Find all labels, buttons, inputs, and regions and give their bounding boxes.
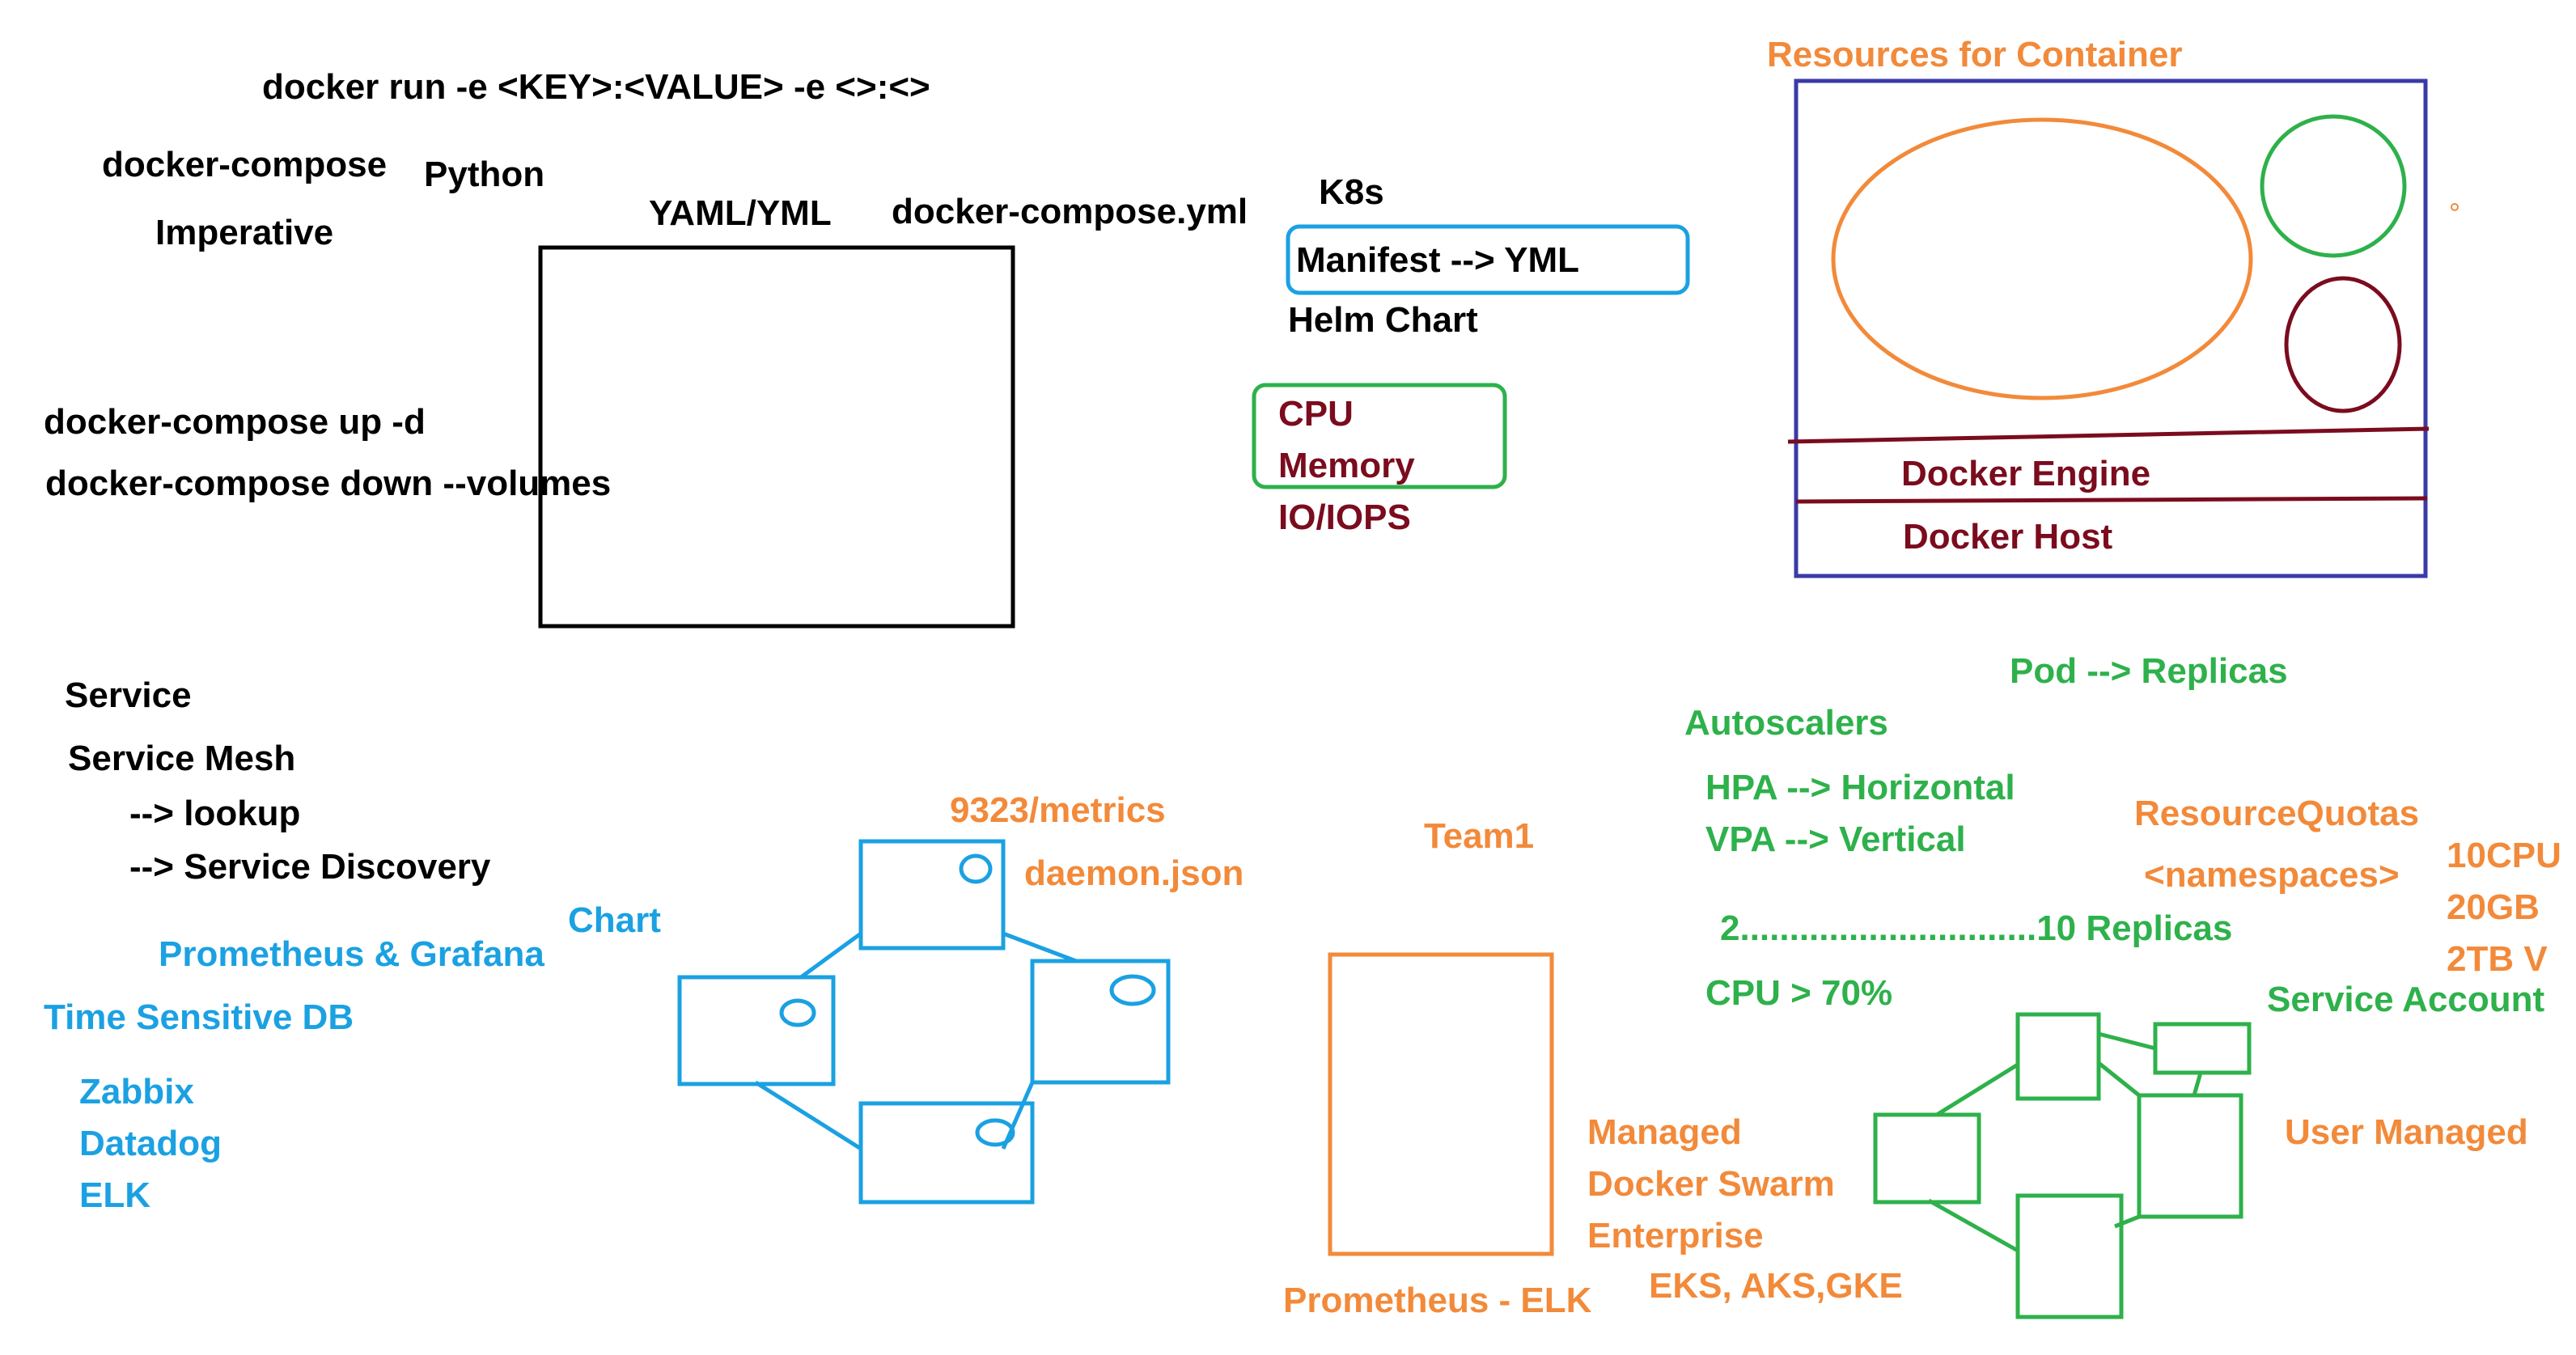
blue-node-bottom <box>858 1101 1035 1205</box>
green-network <box>1873 1012 2252 1319</box>
daemon-json-label: daemon.json <box>1024 853 1244 893</box>
hpa-label: HPA --> Horizontal <box>1705 768 2015 807</box>
managed-label: Managed <box>1587 1112 1742 1152</box>
engine-line <box>1787 426 2430 444</box>
io-label: IO/IOPS <box>1278 498 1411 537</box>
quota-cpu-label: 10CPU <box>2447 836 2561 875</box>
imperative-label: Imperative <box>155 213 334 252</box>
manifest-box <box>1286 224 1690 295</box>
compose-file-label: docker-compose.yml <box>892 192 1248 231</box>
docker-host-label: Docker Host <box>1903 517 2113 557</box>
prometheus-grafana-label: Prometheus & Grafana <box>159 934 544 974</box>
docker-engine-label: Docker Engine <box>1901 454 2151 493</box>
python-label: Python <box>424 155 545 194</box>
resources-for-container-title: Resources for Container <box>1767 35 2183 74</box>
service-mesh-label: Service Mesh <box>68 739 296 778</box>
k8s-label: K8s <box>1319 172 1384 212</box>
service-discovery-label: --> Service Discovery <box>129 847 491 887</box>
cpu-label: CPU <box>1278 394 1354 434</box>
replicas-range-label: 2..............................10 Replic… <box>1720 908 2233 948</box>
compose-down-command: docker-compose down --volumes <box>45 464 612 503</box>
service-account-label: Service Account <box>2267 980 2545 1019</box>
namespaces-label: <namespaces> <box>2144 855 2400 895</box>
docker-run-command: docker run -e <KEY>:<VALUE> -e <>:<> <box>262 67 930 107</box>
docker-compose-label: docker-compose <box>102 145 388 184</box>
yaml-label: YAML/YML <box>649 193 832 233</box>
orange-dot <box>2451 203 2459 211</box>
green-node-left <box>1873 1112 1981 1205</box>
zabbix-label: Zabbix <box>79 1072 194 1112</box>
team1-label: Team1 <box>1424 816 1535 856</box>
quota-memory-label: 20GB <box>2447 887 2540 927</box>
user-managed-label: User Managed <box>2285 1112 2528 1152</box>
blue-node-top <box>858 839 1006 951</box>
autoscalers-label: Autoscalers <box>1684 703 1888 743</box>
blue-node-right <box>1030 959 1171 1085</box>
yaml-box <box>538 245 1015 629</box>
cloud-providers-label: EKS, AKS,GKE <box>1649 1266 1903 1306</box>
manifest-label: Manifest --> YML <box>1296 240 1580 280</box>
blue-node-left <box>677 975 836 1086</box>
memory-label: Memory <box>1278 446 1415 485</box>
lookup-label: --> lookup <box>129 794 301 833</box>
cpu-memory-box <box>1252 383 1507 489</box>
datadog-label: Datadog <box>79 1124 222 1163</box>
orange-ellipse <box>1831 117 2253 400</box>
green-node-small <box>2153 1022 2252 1075</box>
container-frame <box>1794 78 2428 578</box>
chart-label: Chart <box>568 900 661 940</box>
enterprise-label: Enterprise <box>1587 1216 1764 1255</box>
time-sensitive-db-label: Time Sensitive DB <box>44 997 354 1037</box>
orange-box <box>1328 952 1554 1256</box>
docker-swarm-label: Docker Swarm <box>1587 1164 1835 1204</box>
pod-replicas-label: Pod --> Replicas <box>2010 651 2288 691</box>
metrics-port-label: 9323/metrics <box>950 790 1166 830</box>
maroon-circle <box>2284 276 2402 413</box>
cpu-threshold-label: CPU > 70% <box>1705 973 1893 1013</box>
quota-storage-label: 2TB V <box>2447 939 2548 979</box>
green-circle <box>2260 114 2407 258</box>
green-node-top <box>2015 1012 2101 1101</box>
resource-quotas-label: ResourceQuotas <box>2134 794 2420 833</box>
blue-network <box>677 839 1171 1205</box>
compose-up-command: docker-compose up -d <box>44 402 426 442</box>
vpa-label: VPA --> Vertical <box>1705 819 1966 859</box>
helm-chart-label: Helm Chart <box>1288 300 1478 340</box>
prometheus-elk-label: Prometheus - ELK <box>1283 1281 1592 1320</box>
host-line <box>1795 496 2428 504</box>
green-node-bottom <box>2015 1193 2124 1319</box>
green-node-right <box>2137 1093 2243 1219</box>
service-label: Service <box>65 675 192 715</box>
elk-label: ELK <box>79 1175 150 1215</box>
